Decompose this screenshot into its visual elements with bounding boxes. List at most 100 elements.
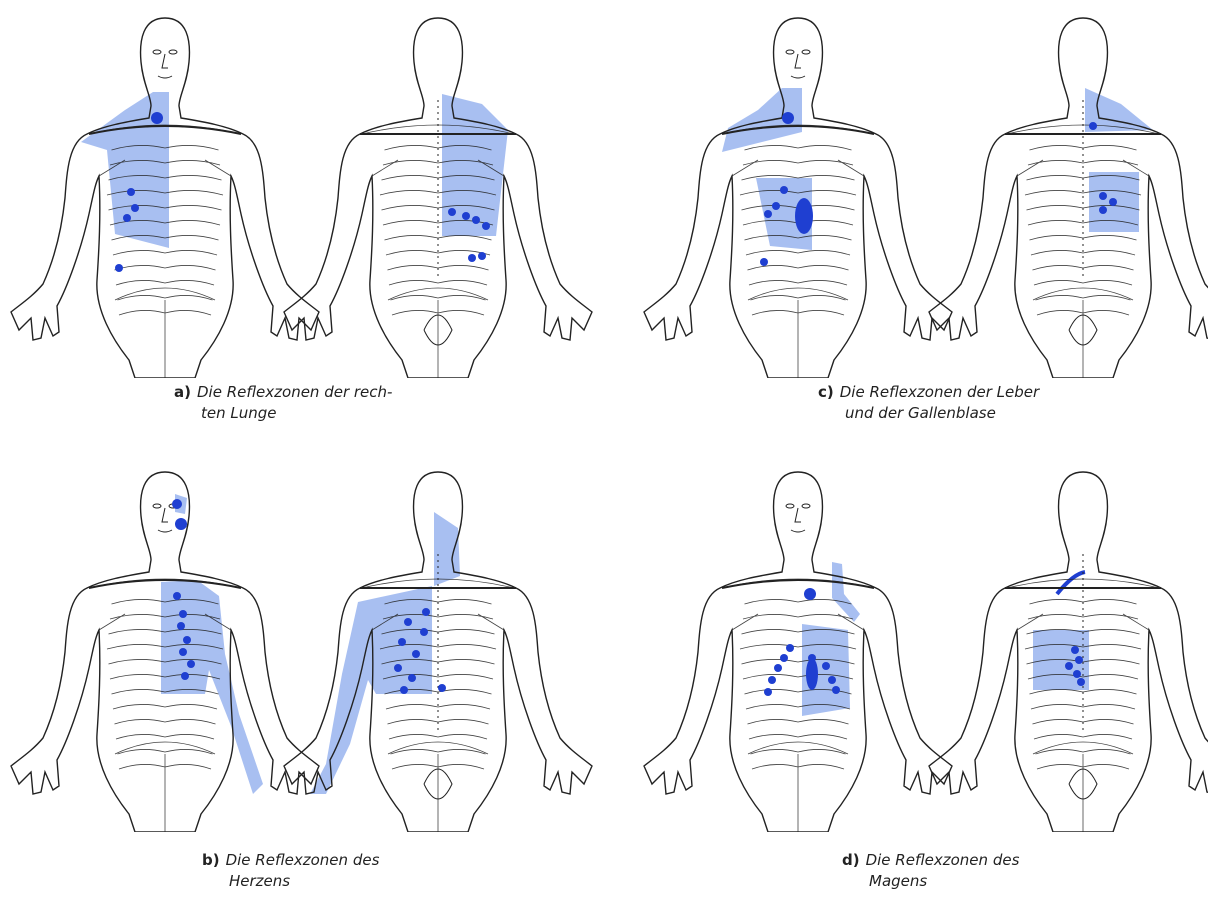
- caption-line2-b: Herzens: [202, 871, 379, 892]
- caption-line1-d: Die Reflexzonen des: [866, 851, 1020, 869]
- nose: [795, 54, 801, 68]
- reflex-point: [1099, 206, 1107, 214]
- reflex-point: [179, 610, 187, 618]
- eye-left: [786, 50, 794, 54]
- zone-heart-front: [161, 580, 263, 794]
- zone-heart-neck-back: [434, 512, 460, 586]
- mouth: [158, 76, 172, 78]
- panel-a: a) Die Reflexzonen der rech- ten Lunge: [0, 0, 600, 445]
- reflex-point: [1075, 656, 1083, 664]
- reflex-point: [472, 216, 480, 224]
- reflex-point: [448, 208, 456, 216]
- reflex-point: [173, 592, 181, 600]
- stomach-point: [806, 658, 818, 690]
- reflex-point: [420, 628, 428, 636]
- eye-right: [802, 50, 810, 54]
- reflex-point: [764, 688, 772, 696]
- caption-line2-a: ten Lunge: [174, 403, 392, 424]
- zone-stomach-back-shoulder: [1057, 572, 1085, 594]
- reflex-point: [131, 204, 139, 212]
- caption-d: d) Die Reflexzonen des Magens: [842, 850, 1019, 892]
- figures-a: [0, 0, 600, 378]
- zone-stomach-neck: [832, 562, 860, 622]
- reflex-point: [782, 112, 794, 124]
- panel-d: d) Die Reflexzonen des Magens: [608, 454, 1208, 899]
- reflex-point: [772, 202, 780, 210]
- reflex-point: [172, 499, 182, 509]
- caption-c: c)Die Reflexzonen der Leber und der Gall…: [818, 382, 1039, 424]
- caption-b: b) Die Reflexzonen des Herzens: [202, 850, 379, 892]
- mouth: [158, 530, 172, 532]
- eye-right: [802, 504, 810, 508]
- figure-front: [644, 472, 952, 832]
- reflex-point: [780, 186, 788, 194]
- reflex-point: [404, 618, 412, 626]
- reflex-point: [804, 588, 816, 600]
- reflex-point: [398, 638, 406, 646]
- reflex-point: [760, 258, 768, 266]
- reflex-point: [1071, 646, 1079, 654]
- caption-line1-b: Die Reflexzonen des: [226, 851, 380, 869]
- reflex-point: [764, 210, 772, 218]
- caption-line2-d: Magens: [842, 871, 1019, 892]
- nose: [795, 508, 801, 522]
- figures-b: [0, 454, 600, 832]
- reflex-point: [1099, 192, 1107, 200]
- body-contours: [722, 125, 874, 378]
- reflex-point: [422, 608, 430, 616]
- reflex-point: [774, 664, 782, 672]
- reflex-point: [822, 662, 830, 670]
- reflex-point: [832, 686, 840, 694]
- eye-left: [153, 50, 161, 54]
- reflex-point: [181, 672, 189, 680]
- reflex-point: [177, 622, 185, 630]
- reflex-point: [1065, 662, 1073, 670]
- reflex-point: [438, 684, 446, 692]
- body-outline: [929, 18, 1208, 378]
- caption-letter-d: d): [842, 851, 860, 869]
- mouth: [791, 530, 805, 532]
- caption-letter-a: a): [174, 383, 191, 401]
- collar-line: [722, 580, 874, 588]
- reflex-point: [175, 518, 187, 530]
- eye-left: [786, 504, 794, 508]
- nose: [162, 508, 168, 522]
- reflex-point: [468, 254, 476, 262]
- eye-left: [153, 504, 161, 508]
- mouth: [791, 76, 805, 78]
- reflex-point: [412, 650, 420, 658]
- figure-back: [284, 18, 592, 378]
- reflex-point: [478, 252, 486, 260]
- reflex-point: [408, 674, 416, 682]
- reflex-point: [151, 112, 163, 124]
- caption-line1-a: Die Reflexzonen der rech-: [197, 383, 392, 401]
- reflex-point: [828, 676, 836, 684]
- figure-back: [929, 18, 1208, 378]
- caption-letter-b: b): [202, 851, 220, 869]
- gallbladder-point: [795, 198, 813, 234]
- reflex-point: [123, 214, 131, 222]
- reflex-point: [394, 664, 402, 672]
- reflex-point: [1109, 198, 1117, 206]
- reflex-point: [768, 676, 776, 684]
- reflex-point: [183, 636, 191, 644]
- reflex-point: [400, 686, 408, 694]
- eye-right: [169, 50, 177, 54]
- nose: [162, 54, 168, 68]
- reflex-point: [127, 188, 135, 196]
- reflex-point: [179, 648, 187, 656]
- figures-c: [608, 0, 1208, 378]
- caption-line2-c: und der Gallenblase: [818, 403, 1039, 424]
- zone-heart-back: [310, 586, 432, 794]
- reflex-point: [1089, 122, 1097, 130]
- reflex-point: [786, 644, 794, 652]
- caption-a: a) Die Reflexzonen der rech- ten Lunge: [174, 382, 392, 424]
- panel-b: b) Die Reflexzonen des Herzens: [0, 454, 600, 899]
- figures-d: [608, 454, 1208, 832]
- caption-letter-c: c): [818, 383, 834, 401]
- reflex-point: [187, 660, 195, 668]
- reflex-point: [1073, 670, 1081, 678]
- reflex-point: [115, 264, 123, 272]
- reflex-point: [1077, 678, 1085, 686]
- reflex-point: [462, 212, 470, 220]
